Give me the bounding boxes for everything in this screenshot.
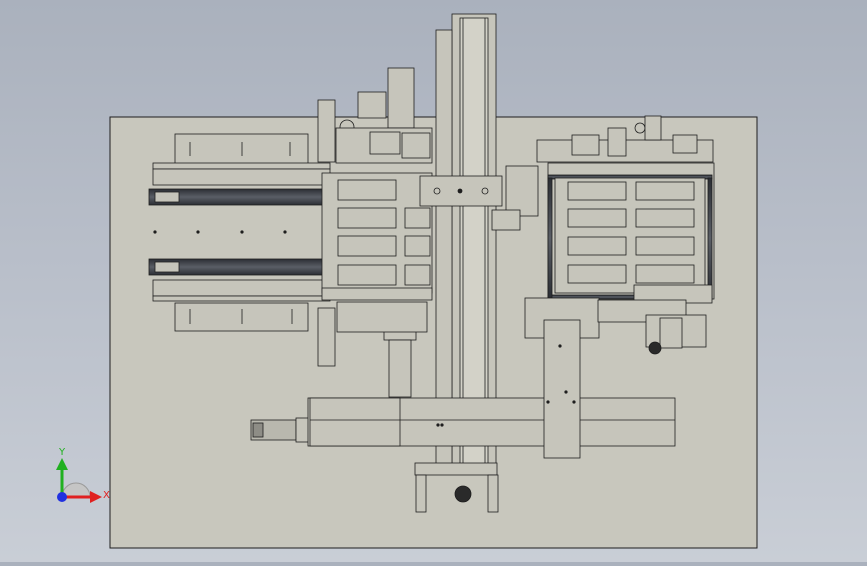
coordinate-triad: Y X xyxy=(56,447,110,503)
left-conveyor xyxy=(148,99,336,367)
y-axis-label: Y xyxy=(58,447,66,458)
top-gripper xyxy=(335,67,433,164)
horizontal-cylinder xyxy=(250,397,676,447)
bottom-gripper xyxy=(336,301,428,398)
left-tray xyxy=(321,172,433,301)
right-tray-assembly xyxy=(524,115,715,459)
x-axis-label: X xyxy=(103,490,110,501)
z-axis-dot xyxy=(57,492,67,502)
vertical-gantry xyxy=(414,13,539,513)
